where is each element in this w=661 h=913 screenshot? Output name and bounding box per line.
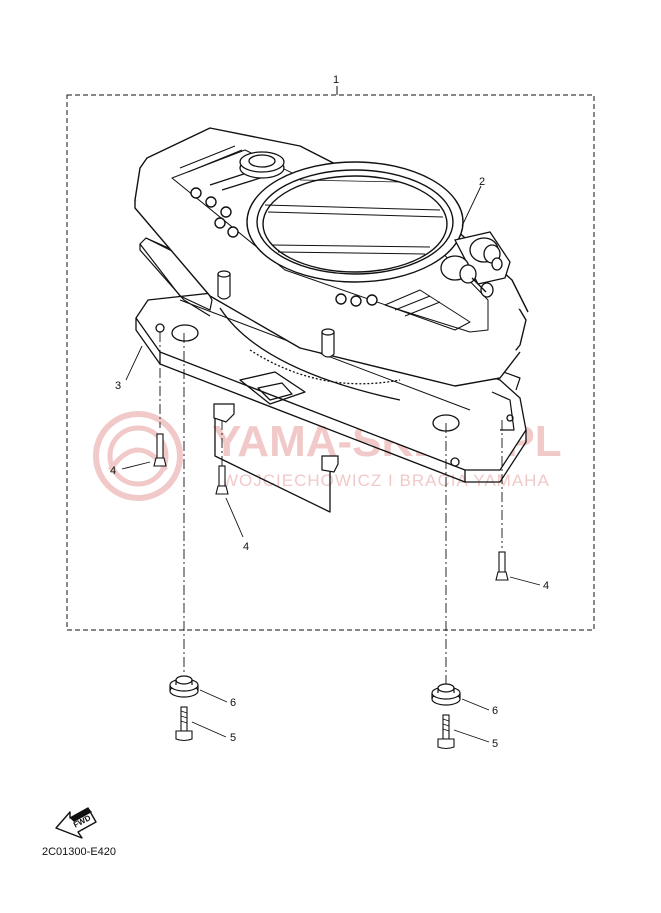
- watermark-logo: [93, 411, 183, 501]
- callout-6-right: 6: [492, 705, 498, 717]
- callout-4-right: 4: [543, 580, 549, 592]
- speedometer-lens: [246, 161, 464, 283]
- fwd-arrow-icon: FWD: [55, 807, 97, 839]
- callout-5-right: 5: [492, 738, 498, 750]
- meter-housing: [135, 287, 527, 513]
- damper-right: [431, 683, 461, 706]
- leader-lines: [121, 185, 541, 743]
- damper-left: [169, 675, 199, 698]
- callout-4-middle: 4: [243, 541, 249, 553]
- mounting-posts: [213, 270, 339, 473]
- callout-2: 2: [479, 176, 485, 188]
- callout-3: 3: [115, 380, 121, 392]
- diagram-code: 2C01300-E420: [42, 846, 116, 858]
- reset-knob: [239, 151, 285, 179]
- screw-4-middle: [215, 465, 229, 495]
- bolt-left: [175, 706, 193, 742]
- watermark-sub-text: WOJCIECHOWICZ I BRACIA YAMAHA: [222, 471, 550, 490]
- bulb-sockets: [440, 231, 511, 298]
- callout-4-left: 4: [110, 465, 116, 477]
- callout-6-left: 6: [230, 697, 236, 709]
- bolt-right: [437, 714, 455, 750]
- screw-4-right: [495, 551, 509, 581]
- assembly-boundary: [66, 94, 595, 631]
- axis-lines: [159, 332, 503, 684]
- callout-1: 1: [333, 74, 339, 86]
- callout-5-left: 5: [230, 732, 236, 744]
- screw-4-left: [153, 433, 167, 467]
